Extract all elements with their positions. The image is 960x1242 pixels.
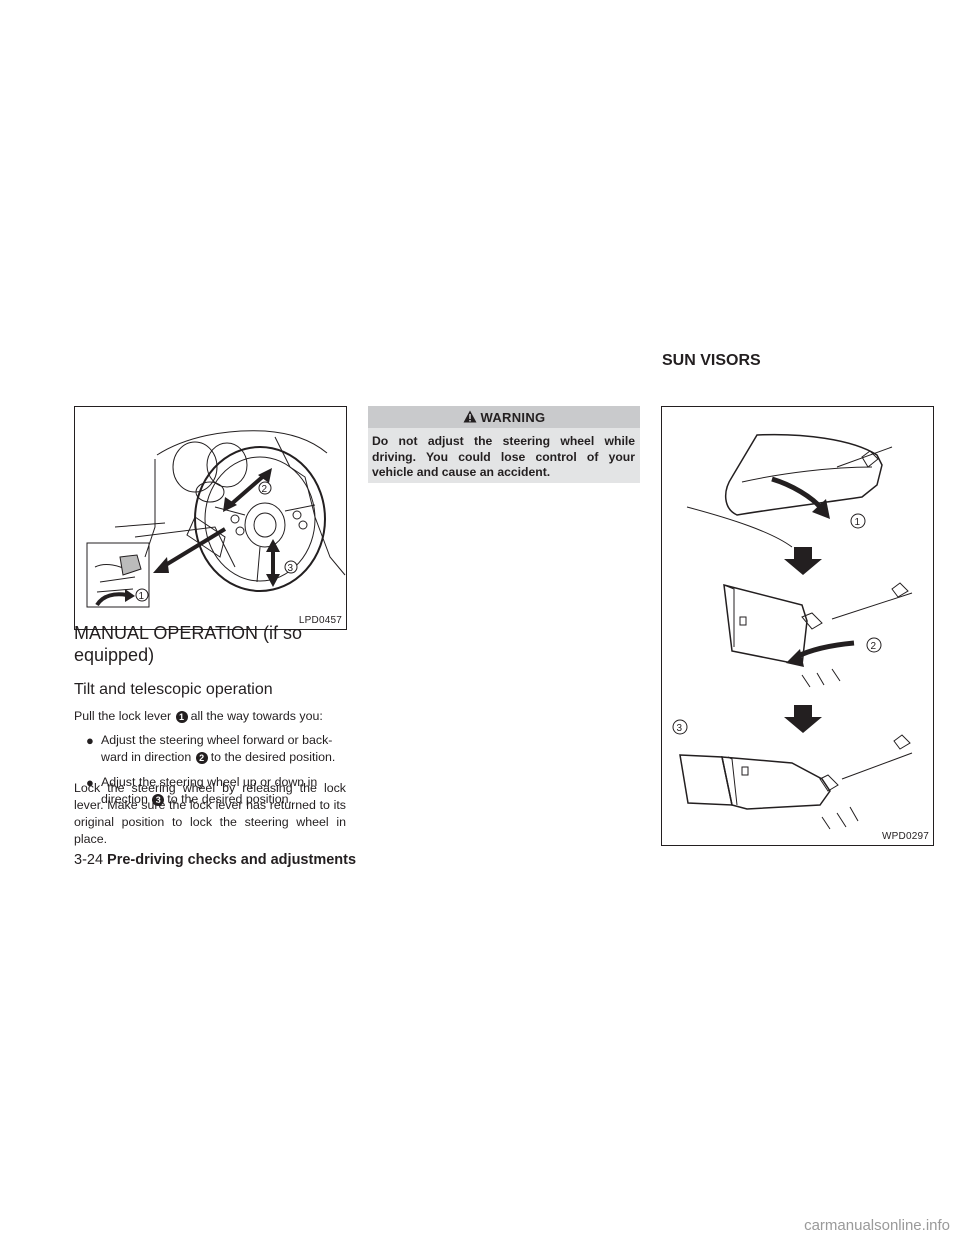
sun-visors-title: SUN VISORS	[662, 352, 761, 369]
intro-text-before: Pull the lock lever	[74, 709, 172, 723]
warning-title: WARNING	[480, 410, 546, 425]
adjust-bullet-list: ● Adjust the steering wheel forward or b…	[74, 732, 346, 816]
fig-left-label-1: 1	[139, 591, 145, 602]
intro-text-after: all the way towards you:	[190, 709, 323, 723]
warning-box: WARNING Do not adjust the steering wheel…	[368, 406, 640, 483]
figure-code-right: WPD0297	[882, 831, 929, 842]
bullet-icon: ●	[86, 775, 94, 790]
sun-visor-figure: 1 2 3 WPD0297	[661, 406, 934, 846]
watermark: carmanualsonline.info	[804, 1217, 950, 1234]
closing-paragraph: Lock the steering wheel by releasing the…	[74, 781, 346, 846]
fig-right-label-1: 1	[855, 517, 861, 528]
warning-header: WARNING	[368, 406, 640, 428]
steering-wheel-illustration: 2 3 1	[86, 430, 346, 608]
callout-3: 3	[152, 794, 165, 806]
bullet-text-after: to the desired position.	[210, 750, 336, 764]
bullet-text: Adjust the steering wheel up or down in …	[101, 775, 318, 806]
page-number: 3-24	[74, 852, 104, 868]
fig-left-label-3: 3	[288, 563, 294, 574]
fig-right-label-2: 2	[871, 641, 877, 652]
steering-wheel-figure: 2 3 1 LPD0457	[74, 406, 347, 630]
list-item: ● Adjust the steering wheel forward or b…	[74, 732, 346, 766]
bullet-text-after: to the desired position.	[167, 792, 292, 806]
warning-text: Do not adjust the steering wheel while d…	[372, 434, 635, 479]
bullet-icon: ●	[86, 733, 94, 748]
warning-triangle-icon	[463, 410, 477, 423]
figure-code-left: LPD0457	[298, 615, 342, 626]
manual-operation-heading: MANUAL OPERATION (if so equipped)	[74, 623, 303, 665]
fig-right-label-3: 3	[677, 723, 683, 734]
fig-left-label-2: 2	[262, 484, 268, 495]
callout-2: 2	[195, 752, 208, 764]
chapter-title: Pre-driving checks and adjustments	[107, 852, 357, 868]
list-item: ● Adjust the steering wheel up or down i…	[74, 774, 346, 808]
tilt-telescopic-heading: Tilt and telescopic operation	[74, 681, 273, 698]
sun-visor-illustration: 1 2 3	[672, 433, 913, 830]
bullet-text: Adjust the steering wheel forward or bac…	[101, 733, 333, 764]
callout-1: 1	[175, 711, 188, 723]
